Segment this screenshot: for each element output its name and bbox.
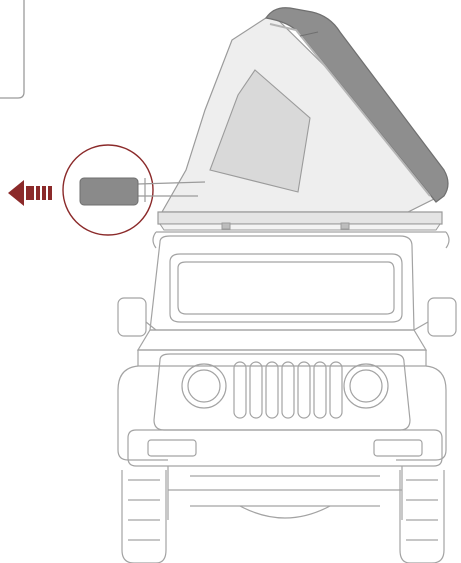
tire-right: [399, 470, 445, 563]
vehicle-front: [117, 231, 457, 563]
fender-right: [396, 365, 447, 461]
axle: [167, 466, 403, 520]
headlight-left: [181, 363, 227, 409]
windshield: [169, 253, 403, 323]
handle-callout: [62, 144, 206, 236]
cab: [149, 235, 415, 331]
grille-slots: [233, 361, 343, 419]
mirror-right: [427, 297, 457, 337]
tent-base: [157, 211, 443, 225]
mount-right: [340, 222, 350, 230]
fender-left: [117, 365, 168, 461]
corner-bracket: [0, 0, 25, 99]
bumper: [127, 429, 443, 467]
tire-left: [121, 470, 167, 563]
tent-window: [209, 69, 311, 193]
pull-arrow-icon: [8, 180, 52, 206]
grille-body: [153, 353, 411, 431]
mount-left: [221, 222, 231, 230]
tent-handle-icon: [79, 177, 139, 206]
rooftop-tent: [157, 7, 449, 231]
headlight-right: [343, 363, 389, 409]
mirror-left: [117, 297, 147, 337]
roof-rack: [152, 231, 450, 249]
hood: [137, 349, 427, 367]
